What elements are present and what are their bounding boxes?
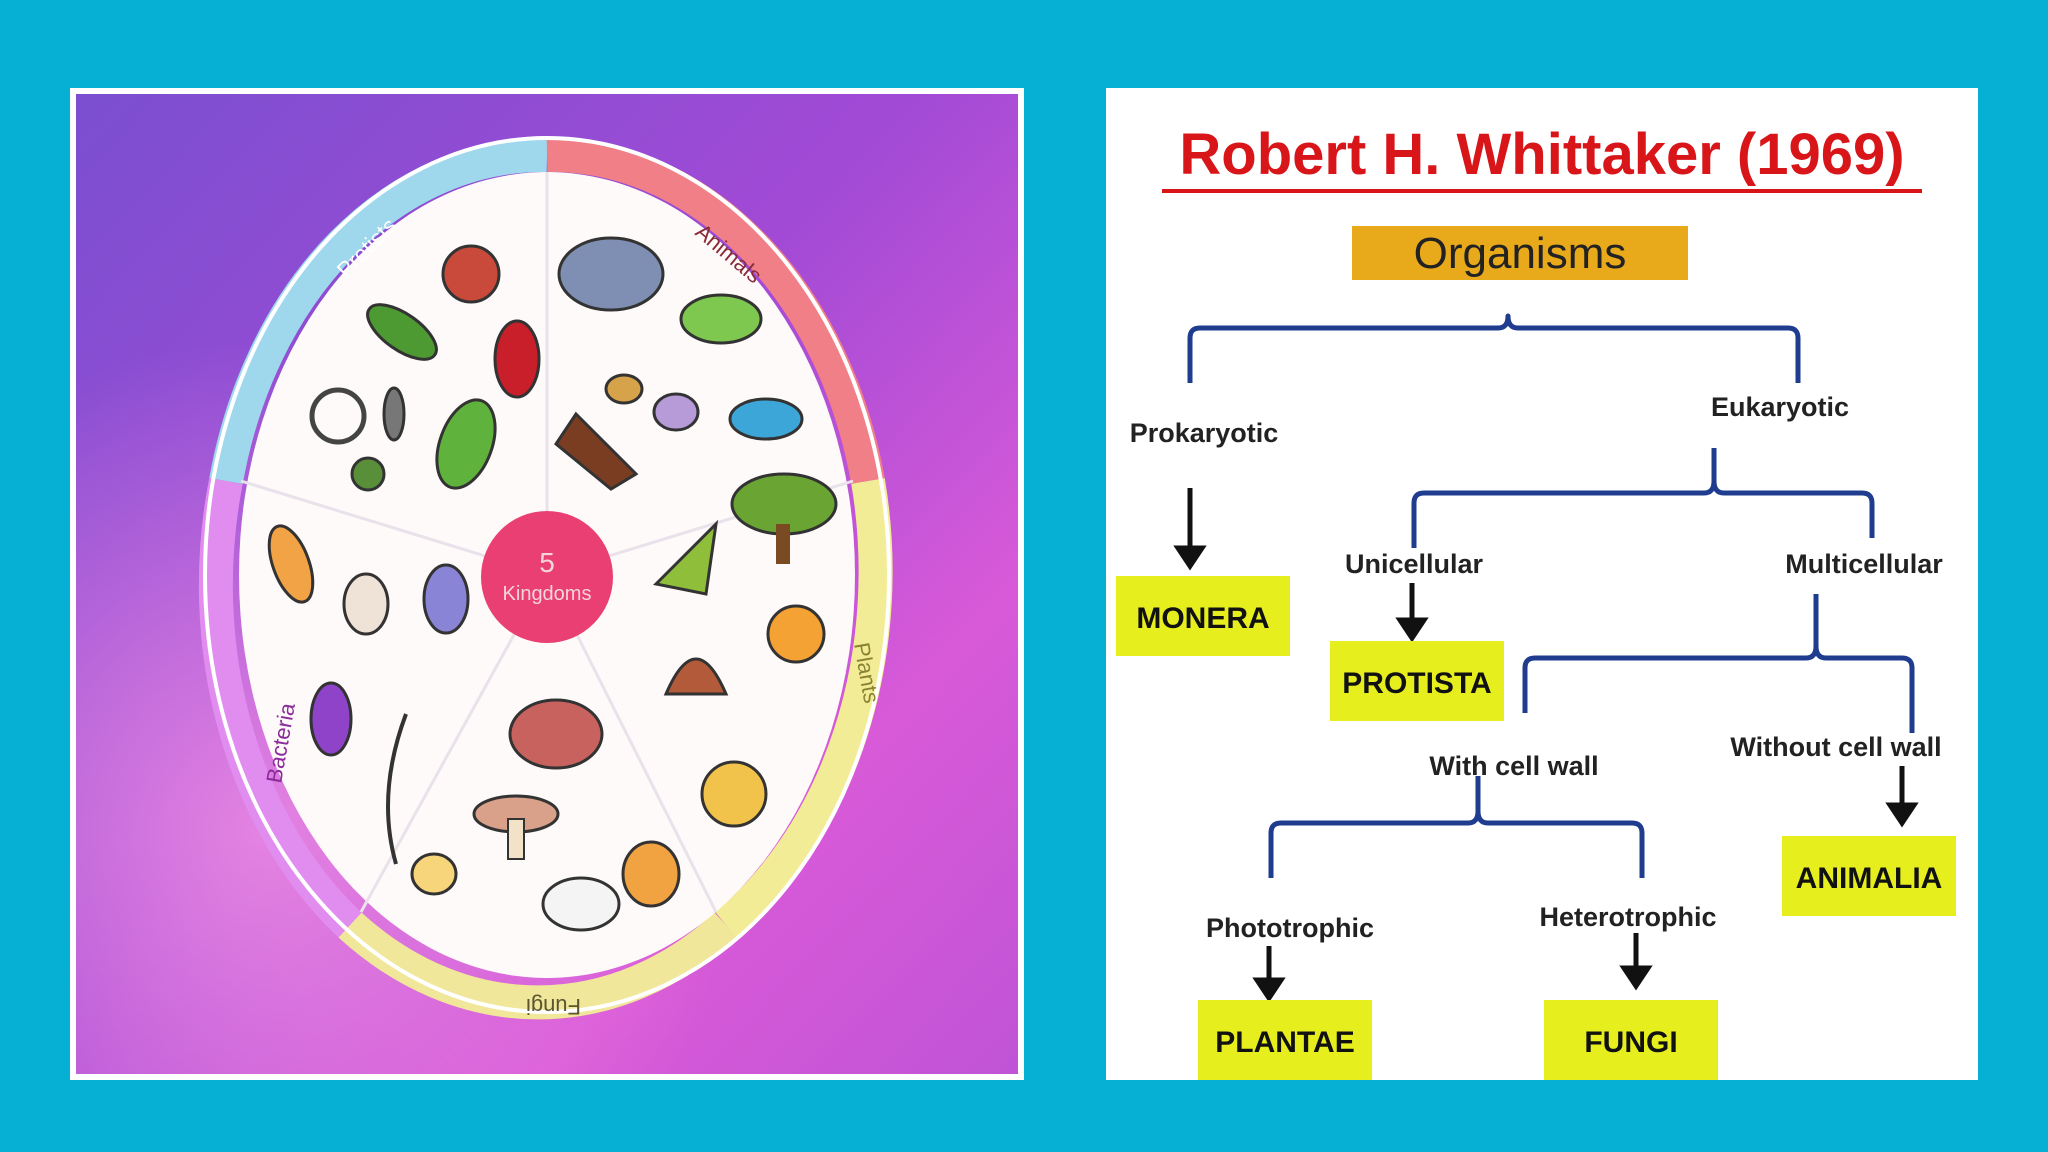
node-heterotrophic: Heterotrophic — [1539, 902, 1716, 932]
kingdom-animalia: ANIMALIA — [1796, 862, 1943, 895]
node-unicellular: Unicellular — [1345, 549, 1484, 579]
aloe-icon — [652, 519, 719, 596]
kingdom-fungi: FUNGI — [1584, 1026, 1677, 1059]
animals-illustrations — [553, 236, 804, 491]
kingdom-box-fungi — [1544, 1000, 1718, 1080]
frog-icon — [679, 293, 763, 345]
flower-icon — [766, 604, 826, 664]
eagle-icon — [553, 411, 639, 491]
bracket-organisms — [1187, 313, 1801, 383]
center-circle — [481, 511, 613, 643]
flagellate-icon — [386, 713, 408, 865]
kingdom-box-monera — [1116, 576, 1290, 656]
arrow-to-protista — [1395, 617, 1429, 643]
bracket-multicellular — [1522, 594, 1915, 733]
arrow-to-animalia — [1885, 802, 1919, 828]
whittaker-tree-panel: Robert H. Whittaker (1969) Organisms Pro… — [1106, 88, 1978, 1080]
bracket-fungus-icon — [508, 698, 604, 770]
tree-title: Robert H. Whittaker (1969) — [1179, 122, 1904, 187]
protist-gray-icon — [382, 386, 406, 442]
bacteria-illustrations — [267, 524, 470, 865]
mushroom-yellow-icon — [410, 852, 458, 896]
kingdom-box-protista — [1330, 641, 1504, 721]
kingdom-box-animalia — [1782, 836, 1956, 916]
bracket-with-cell-wall — [1268, 776, 1645, 878]
euglena-icon — [309, 681, 353, 757]
bracket-eukaryotic — [1411, 448, 1875, 548]
arrow-to-fungi — [1619, 965, 1653, 991]
node-multicellular: Multicellular — [1785, 549, 1943, 579]
ring-segment-bacteria — [198, 477, 362, 938]
root-label: Organisms — [1414, 229, 1627, 278]
fungi-illustrations — [410, 698, 681, 932]
tree-brackets — [1187, 313, 1915, 878]
kingdom-box-plantae — [1198, 1000, 1372, 1080]
bacteria-purple-icon — [422, 563, 470, 635]
kingdom-ring — [198, 137, 893, 1020]
ring-segment-plants — [715, 478, 893, 939]
protist-red-icon — [493, 319, 541, 399]
bacillus-icon — [267, 524, 315, 604]
fern-icon — [663, 657, 729, 696]
whittaker-tree: Robert H. Whittaker (1969) Organisms Pro… — [1116, 122, 1956, 1080]
center-word: Kingdoms — [503, 583, 592, 605]
bacterium-icon — [342, 572, 390, 636]
jellyfish-icon — [652, 392, 700, 432]
moss-icon — [700, 760, 768, 828]
node-prokaryotic: Prokaryotic — [1130, 418, 1279, 448]
seaweed-icon — [435, 398, 497, 490]
node-phototrophic: Phototrophic — [1206, 913, 1374, 943]
arrow-to-plantae — [1252, 977, 1286, 1003]
five-kingdoms-wheel-panel: Protists Animals Plants Fungi Bacteria — [70, 88, 1024, 1080]
center-number: 5 — [539, 547, 555, 578]
kingdom-monera: MONERA — [1136, 602, 1269, 635]
protists-illustrations — [309, 244, 541, 492]
node-without-cell-wall: Without cell wall — [1730, 732, 1941, 762]
protist-icon — [441, 244, 501, 304]
plants-illustrations — [652, 472, 838, 828]
fungi-cluster-icon — [621, 840, 681, 908]
tree-arrows — [1173, 488, 1919, 1003]
mushroom-white-icon — [541, 876, 621, 932]
arrow-to-monera — [1173, 545, 1207, 571]
fish-icon — [728, 397, 804, 441]
paramecium-icon — [366, 303, 438, 361]
ring-segment-protists — [209, 137, 548, 484]
ring-segment-animals — [546, 137, 885, 484]
label-fungi: Fungi — [526, 994, 581, 1019]
elephant-icon — [557, 236, 665, 312]
kingdom-plantae: PLANTAE — [1215, 1026, 1354, 1059]
insect-icon — [604, 373, 644, 405]
kingdom-protista: PROTISTA — [1342, 667, 1491, 700]
root-box — [1352, 226, 1688, 280]
node-with-cell-wall: With cell wall — [1429, 751, 1598, 781]
node-eukaryotic: Eukaryotic — [1711, 392, 1849, 422]
diatom-icon — [309, 387, 367, 445]
ring-segment-fungi — [338, 912, 738, 1020]
five-kingdoms-wheel: Protists Animals Plants Fungi Bacteria — [76, 94, 1018, 1074]
